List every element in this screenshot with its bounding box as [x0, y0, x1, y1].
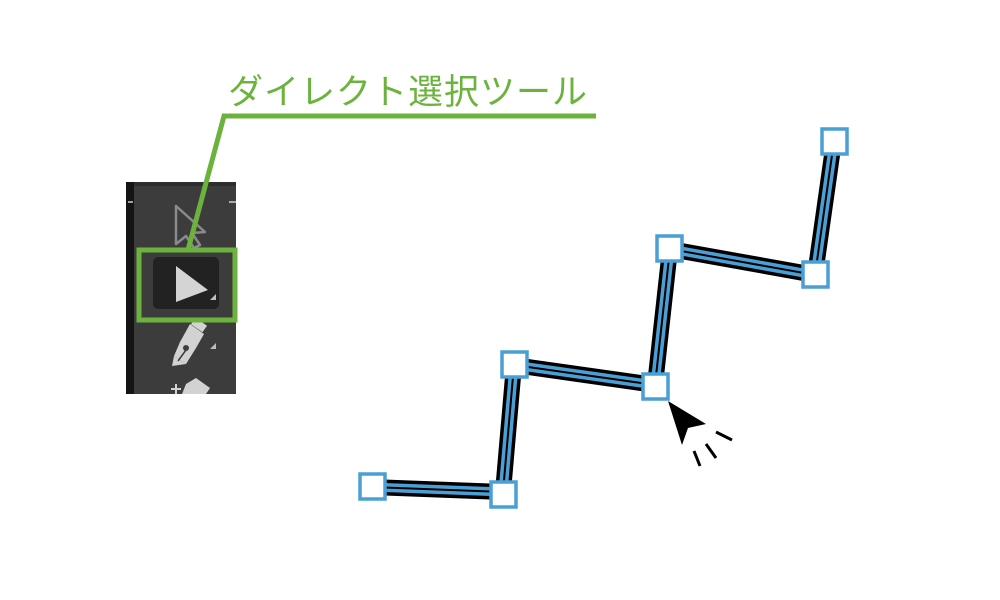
tools-panel [126, 182, 236, 394]
tools-panel-left-edge [126, 182, 134, 394]
tools-panel-top-edge [134, 182, 236, 186]
click-mark [715, 430, 733, 442]
anchor-point[interactable] [358, 472, 387, 501]
tool-callout-label: ダイレクト選択ツール [228, 73, 589, 113]
direct-selection-tool-button[interactable] [153, 257, 219, 309]
callout-highlight-box [136, 247, 238, 323]
outline-arrow-icon [174, 204, 207, 250]
anchor-point[interactable] [801, 260, 830, 289]
anchor-point[interactable] [655, 234, 684, 263]
anchor-point[interactable] [820, 127, 849, 156]
anchor-point[interactable] [489, 480, 518, 509]
selection-tool-button[interactable] [174, 204, 207, 250]
path-outline [371, 139, 842, 501]
path-stroke [371, 140, 839, 497]
tool-flyout-indicator-icon [210, 294, 216, 300]
anchor-point[interactable] [500, 350, 529, 379]
callout-leader [136, 113, 596, 323]
vector-path[interactable] [371, 139, 842, 501]
filled-arrow-icon [176, 266, 208, 302]
path-center-line [371, 140, 835, 494]
click-mark [704, 443, 718, 459]
click-mark [692, 450, 702, 467]
callout-leader-line [185, 113, 596, 251]
direct-select-cursor-icon [668, 401, 733, 467]
anchor-point-selected[interactable] [641, 372, 670, 401]
pen-plus-icon [171, 378, 210, 394]
add-anchor-tool-button[interactable] [171, 378, 210, 394]
anchor-points [358, 127, 849, 509]
tool-flyout-indicator-icon [210, 343, 216, 349]
